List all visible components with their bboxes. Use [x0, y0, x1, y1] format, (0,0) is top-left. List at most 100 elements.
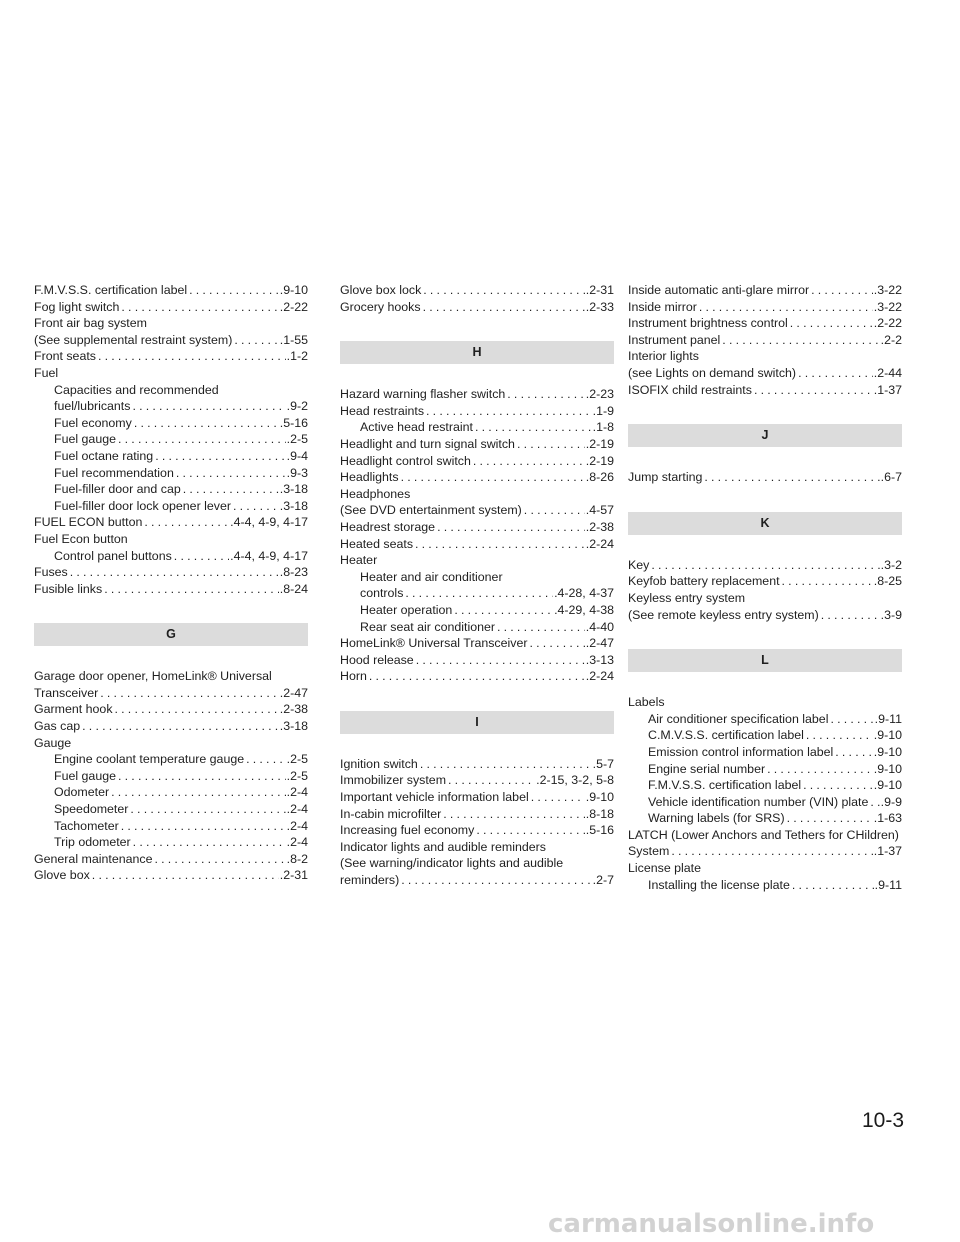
leader-dots: ........................................…	[97, 349, 286, 364]
section-header: J	[628, 424, 902, 448]
index-entry-line: Garment hook............................…	[34, 701, 308, 718]
entry-text: Active head restraint	[360, 420, 473, 435]
page-reference: .5-7	[592, 756, 614, 771]
index-entry-line: System..................................…	[628, 843, 902, 860]
page-reference: .2-4	[286, 802, 308, 817]
entry-text: Inside automatic anti-glare mirror	[628, 283, 810, 297]
index-entry: Jump starting...........................…	[628, 469, 902, 486]
index-entry: Inside automatic anti-glare mirror......…	[628, 282, 902, 299]
page-reference: .3-18	[279, 498, 308, 513]
leader-dots: ........................................…	[114, 702, 279, 717]
entry-text: Interior lights	[628, 349, 699, 364]
index-entry-line: Headphones	[340, 486, 614, 503]
index-subentry-line: Capacities and recommended	[34, 382, 308, 399]
page-reference: .3-18	[279, 482, 308, 497]
page-reference: .1-2	[286, 349, 308, 364]
index-entry-line: (See DVD entertainment system)..........…	[340, 502, 614, 519]
page-reference: .2-31	[279, 868, 308, 883]
index-entry: Emission control information label......…	[628, 744, 902, 761]
entry-text: FUEL ECON button	[34, 515, 143, 530]
page-reference: .2-44	[873, 365, 902, 380]
entry-text: (See warning/indicator lights and audibl…	[340, 856, 564, 871]
index-entry-line: (See supplemental restraint system).....…	[34, 332, 308, 349]
index-entry-line: reminders)..............................…	[340, 872, 614, 889]
index-subentry-line: Fuel gauge..............................…	[34, 768, 308, 785]
leader-dots: ........................................…	[835, 744, 872, 759]
index-entry: Fuses...................................…	[34, 564, 308, 581]
page-reference: .2-2	[880, 332, 902, 347]
page-reference: .2-38	[279, 702, 308, 717]
index-entry-line: Keyless entry system	[628, 590, 902, 607]
index-entry-line: Fuel Econ button	[34, 531, 308, 548]
leader-dots: ........................................…	[781, 574, 873, 589]
index-subentry-line: Warning labels (for SRS)................…	[628, 810, 902, 827]
leader-dots: ........................................…	[698, 299, 873, 314]
index-subentry-line: Tachometer..............................…	[34, 818, 308, 835]
entry-text: Engine serial number	[648, 761, 766, 776]
page-reference: .3-2	[880, 557, 902, 572]
page-reference: .1-37	[873, 382, 902, 397]
index-subentry-line: Installing the license plate............…	[628, 877, 902, 894]
index-entry-line: Fog light switch........................…	[34, 299, 308, 316]
page-reference: .9-11	[874, 711, 902, 726]
page-reference: .4-29, 4-38	[554, 602, 614, 617]
index-entry: Rear seat air conditioner...............…	[340, 619, 614, 636]
index-subentry-line: Fuel gauge..............................…	[34, 431, 308, 448]
entry-text: Odometer	[54, 785, 110, 800]
page-reference: .4-40	[585, 619, 614, 634]
leader-dots: ........................................…	[82, 719, 279, 734]
index-entry: Front air bag system(See supplemental re…	[34, 315, 308, 348]
entry-text: Fuel	[34, 365, 59, 380]
entry-text: Tachometer	[54, 818, 119, 833]
index-entry: Speedometer.............................…	[34, 801, 308, 818]
entry-text: (see Lights on demand switch)	[628, 365, 797, 380]
page-reference: .8-25	[873, 574, 902, 589]
entry-text: reminders)	[340, 873, 400, 888]
index-subentry-line: Odometer................................…	[34, 784, 308, 801]
index-subentry-line: Fuel economy............................…	[34, 415, 308, 432]
index-entry-line: Heated seats............................…	[340, 536, 614, 553]
index-entry-line: Transceiver.............................…	[34, 685, 308, 702]
page-reference: .6-7	[880, 470, 902, 485]
page-reference: .2-33	[585, 299, 614, 314]
leader-dots: ........................................…	[133, 415, 279, 430]
entry-text: fuel/lubricants	[54, 399, 131, 414]
entry-text: Instrument brightness control	[628, 316, 788, 331]
entry-text: Instrument panel	[628, 332, 721, 347]
index-entry: Warning labels (for SRS)................…	[628, 810, 902, 827]
entry-text: Grocery hooks	[340, 299, 421, 314]
index-entry-line: Key.....................................…	[628, 557, 902, 574]
entry-text: ISOFIX child restraints	[628, 382, 752, 397]
entry-text: Glove box lock	[340, 283, 422, 297]
index-entry-line: Instrument brightness control...........…	[628, 315, 902, 332]
index-entry-line: Grocery hooks...........................…	[340, 299, 614, 316]
index-entry: Fog light switch........................…	[34, 299, 308, 316]
page-reference: .2-19	[585, 436, 614, 451]
entry-text: Heater operation	[360, 602, 453, 617]
leader-dots: ........................................…	[789, 316, 873, 331]
entry-text: Horn	[340, 669, 367, 684]
index-entry: Headlight control switch................…	[340, 453, 614, 470]
index-entry: Odometer................................…	[34, 784, 308, 801]
page-reference: .4-4, 4-9, 4-17	[230, 515, 308, 530]
watermark[interactable]: carmanualsonline.info	[548, 1209, 875, 1239]
leader-dots: ........................................…	[405, 586, 553, 601]
entry-text: License plate	[628, 861, 702, 876]
entry-text: Fuel recommendation	[54, 465, 174, 480]
page-reference: .2-22	[873, 316, 902, 331]
entry-text: Speedometer	[54, 802, 129, 817]
page-reference: .3-18	[279, 719, 308, 734]
entry-text: Front air bag system	[34, 316, 147, 331]
index-subentry-line: controls................................…	[340, 585, 614, 602]
section-header: L	[628, 649, 902, 673]
section-header: K	[628, 511, 902, 535]
page-reference: .1-37	[873, 844, 902, 859]
page-reference: .3-22	[873, 283, 902, 297]
index-entry-line: Jump starting...........................…	[628, 469, 902, 486]
leader-dots: ........................................…	[233, 498, 279, 513]
index-subentry-line: Active head restraint...................…	[340, 419, 614, 436]
index-column-1: F.M.V.S.S. certification label..........…	[34, 282, 308, 884]
entry-text: Headlight and turn signal switch	[340, 436, 515, 451]
index-entry: Engine coolant temperature gauge........…	[34, 751, 308, 768]
index-entry-line: (See remote keyless entry system).......…	[628, 607, 902, 624]
